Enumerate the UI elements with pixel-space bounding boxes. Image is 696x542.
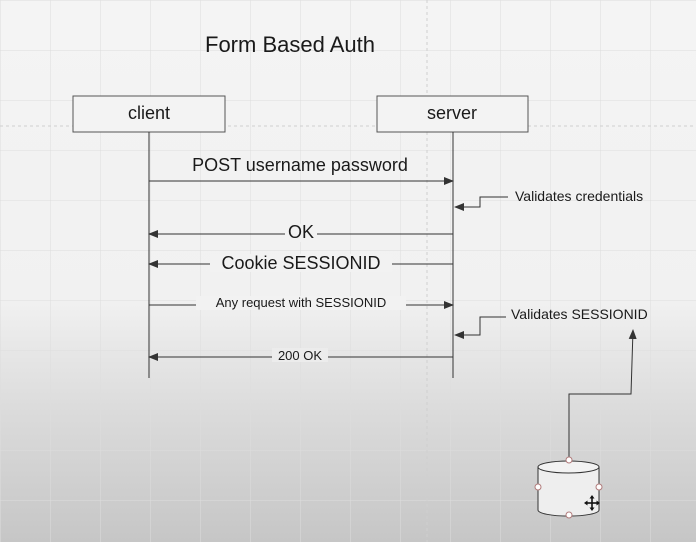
message-post-credentials-label: POST username password <box>192 155 408 175</box>
selection-handles[interactable] <box>534 456 603 519</box>
note-validates-sessionid[interactable]: Validates SESSIONID <box>454 306 648 339</box>
move-cursor-icon <box>584 495 600 511</box>
note-validates-sessionid-label: Validates SESSIONID <box>511 306 648 322</box>
message-any-request[interactable]: Any request with SESSIONID <box>149 295 454 310</box>
message-ok[interactable]: OK <box>148 222 453 242</box>
message-cookie[interactable]: Cookie SESSIONID <box>148 253 453 273</box>
handle-left[interactable] <box>534 483 542 491</box>
message-post-credentials[interactable]: POST username password <box>149 155 454 185</box>
note-validates-credentials-label: Validates credentials <box>515 188 643 204</box>
participant-server[interactable]: server <box>376 95 529 133</box>
message-cookie-label: Cookie SESSIONID <box>221 253 380 273</box>
participant-client-label: client <box>128 103 170 123</box>
message-200-ok-label: 200 OK <box>278 348 322 363</box>
handle-bottom[interactable] <box>565 511 573 519</box>
diagram-title: Form Based Auth <box>205 32 375 57</box>
note-validates-credentials[interactable]: Validates credentials <box>454 188 643 211</box>
message-any-request-label: Any request with SESSIONID <box>216 295 387 310</box>
message-ok-label: OK <box>288 222 314 242</box>
participant-server-label: server <box>427 103 477 123</box>
handle-top[interactable] <box>565 456 573 464</box>
database-connector[interactable] <box>568 329 637 460</box>
participant-client[interactable]: client <box>72 95 226 133</box>
message-200-ok[interactable]: 200 OK <box>148 348 453 363</box>
handle-right[interactable] <box>595 483 603 491</box>
